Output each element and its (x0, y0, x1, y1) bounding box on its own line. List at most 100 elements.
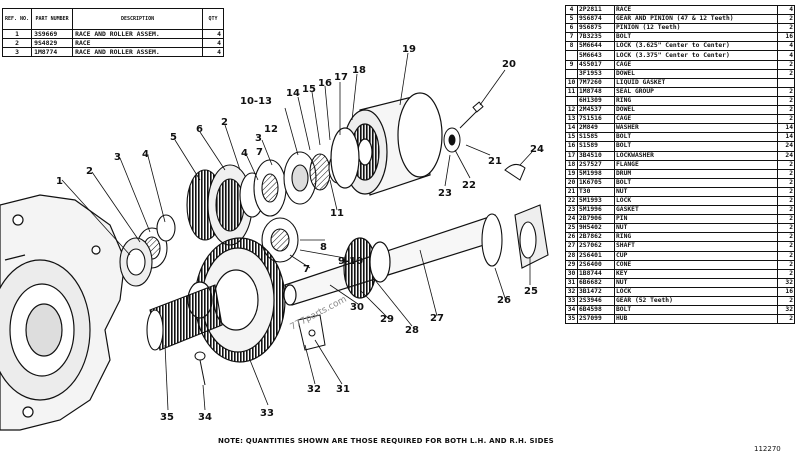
cell-qty: 32 (777, 305, 795, 316)
cell-desc: LOCK (614, 286, 778, 298)
cell-part: 6B6682 (577, 277, 615, 288)
header-description: DESCRIPTION (72, 8, 203, 30)
cell-desc: RACE (72, 38, 203, 48)
cell-part: 1M8774 (31, 47, 74, 57)
cell-ref: 17 (565, 150, 578, 161)
cell-ref: 6 (565, 23, 578, 34)
cell-ref: 3 (1, 47, 33, 57)
cell-ref: 19 (565, 168, 578, 179)
cell-qty: 2 (777, 105, 795, 116)
cell-ref: 8 (565, 41, 578, 52)
cell-desc: BOLT (614, 305, 778, 316)
cell-desc: BOLT (614, 177, 778, 188)
callout-7: 7 (256, 147, 263, 158)
cell-ref: 2 (1, 38, 33, 48)
cell-desc: HUB (614, 314, 778, 325)
callout-17: 17 (334, 72, 348, 83)
cell-desc: CAGE (614, 59, 778, 70)
callout-2: 2 (86, 166, 93, 177)
callout-1: 1 (56, 176, 63, 187)
cell-qty: 2 (777, 195, 795, 207)
cell-qty: 32 (777, 277, 795, 288)
callout-6: 6 (196, 124, 203, 135)
gear-and-pinion (186, 159, 287, 246)
cell-qty: 2 (777, 214, 795, 225)
cell-ref: 1 (1, 29, 33, 39)
cell-part: 1M8748 (577, 86, 615, 97)
callout-35: 35 (160, 412, 174, 423)
bolt-lock-assembly (443, 101, 526, 181)
cell-qty: 2 (777, 23, 795, 34)
callout-32: 32 (307, 384, 321, 395)
callout-30: 30 (350, 302, 364, 313)
cell-ref: 18 (565, 159, 578, 170)
drum (330, 92, 443, 196)
callout-29: 29 (380, 314, 394, 325)
cell-qty (777, 77, 795, 88)
cell-ref: 32 (565, 286, 578, 298)
cell-ref: 28 (565, 250, 578, 261)
cell-desc: FLANGE (614, 159, 778, 170)
cell-qty: 2 (777, 241, 795, 252)
cell-qty: 2 (777, 159, 795, 170)
cell-desc: GEAR AND PINION (47 & 12 Teeth) (614, 14, 778, 25)
cell-part: 3S9669 (31, 29, 74, 39)
cell-desc: PINION (12 Teeth) (614, 23, 778, 34)
cell-qty: 2 (777, 59, 795, 70)
cell-part: 5M1993 (577, 195, 615, 207)
callout-labels: 1 2 3 4 5 6 2 3 4 7 12 10-13 14 15 16 17… (56, 44, 544, 423)
cell-qty: 14 (777, 123, 795, 134)
cell-qty: 2 (777, 177, 795, 188)
cell-ref: 7 (565, 32, 578, 43)
cell-qty: 16 (777, 286, 795, 298)
cell-desc: RING (614, 95, 778, 107)
callout-21: 21 (488, 156, 502, 167)
callout-14: 14 (286, 88, 300, 99)
cell-qty: 2 (777, 186, 795, 197)
cell-part: 4S5017 (577, 59, 615, 70)
cell-ref (565, 95, 578, 107)
cell-ref: 13 (565, 114, 578, 125)
header-qty: QTY (202, 8, 224, 30)
ring-and-nut (481, 204, 549, 269)
cell-qty: 4 (202, 47, 224, 57)
cell-qty: 2 (777, 95, 795, 107)
cell-part: 5M1996 (577, 205, 615, 216)
cell-part: 2S6401 (577, 250, 615, 261)
cell-ref: 21 (565, 186, 578, 197)
callout-26: 26 (497, 295, 511, 306)
cell-part: 2B7862 (577, 232, 615, 243)
cell-part: 9S6874 (577, 14, 615, 25)
cell-desc: WASHER (614, 123, 778, 134)
cell-part: 2P2811 (577, 4, 615, 16)
cell-ref: 30 (565, 268, 578, 279)
cell-qty: 4 (777, 4, 795, 16)
cell-ref: 14 (565, 123, 578, 134)
cell-desc: RACE AND ROLLER ASSEM. (72, 29, 203, 39)
cell-qty: 2 (777, 295, 795, 307)
cell-desc: DOWEL (614, 68, 778, 79)
cell-desc: SEAL GROUP (614, 86, 778, 97)
callout-27: 27 (430, 313, 444, 324)
cell-desc: GASKET (614, 205, 778, 216)
callout-11: 11 (330, 208, 344, 219)
cell-part: 2S7099 (577, 314, 615, 325)
cell-part: 7S1516 (577, 114, 615, 125)
cell-qty: 4 (777, 50, 795, 61)
cell-desc: DRUM (614, 168, 778, 179)
